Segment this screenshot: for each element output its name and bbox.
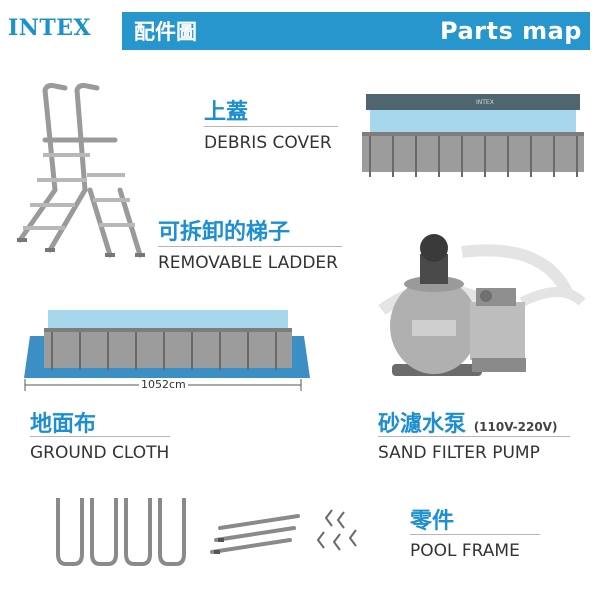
divider [30, 436, 170, 437]
divider [204, 126, 338, 127]
sand-filter-pump-label-en: SAND FILTER PUMP [378, 443, 540, 463]
intex-logo: INTEX [8, 15, 92, 41]
debris-cover-label-en: DEBRIS COVER [204, 133, 332, 153]
ground-cloth-label-cn: 地面布 [30, 412, 97, 437]
ladder-image [17, 83, 145, 258]
header-title-en: Parts map [440, 17, 582, 45]
svg-text:INTEX: INTEX [476, 99, 494, 106]
ladder-label-cn: 可拆卸的梯子 [158, 220, 291, 245]
header: INTEX 配件圖 Parts map [0, 0, 600, 56]
pool-frame-label-cn: 零件 [410, 509, 455, 534]
divider [410, 534, 540, 535]
ground-cloth-label-en: GROUND CLOTH [30, 443, 170, 463]
pump-voltage: (110V-220V) [473, 420, 558, 434]
ladder-label-en: REMOVABLE LADDER [158, 253, 338, 273]
sand-filter-pump-image [378, 234, 586, 376]
debris-cover-label-cn: 上蓋 [204, 100, 249, 125]
pump-name-cn: 砂濾水泵 [378, 412, 467, 437]
u-frame-parts-image [56, 498, 186, 566]
ground-cloth-image [24, 310, 310, 378]
beam-parts-image [210, 514, 300, 554]
divider [378, 436, 570, 437]
ground-cloth-dimension: 1052cm [139, 378, 188, 391]
clip-parts-image [316, 509, 357, 551]
divider [158, 246, 342, 247]
header-title-cn: 配件圖 [134, 20, 197, 44]
debris-cover-image: INTEX [362, 94, 584, 177]
header-bar [122, 12, 590, 50]
sand-filter-pump-label-cn: 砂濾水泵 (110V-220V) [378, 406, 557, 438]
pool-frame-label-en: POOL FRAME [410, 541, 520, 561]
